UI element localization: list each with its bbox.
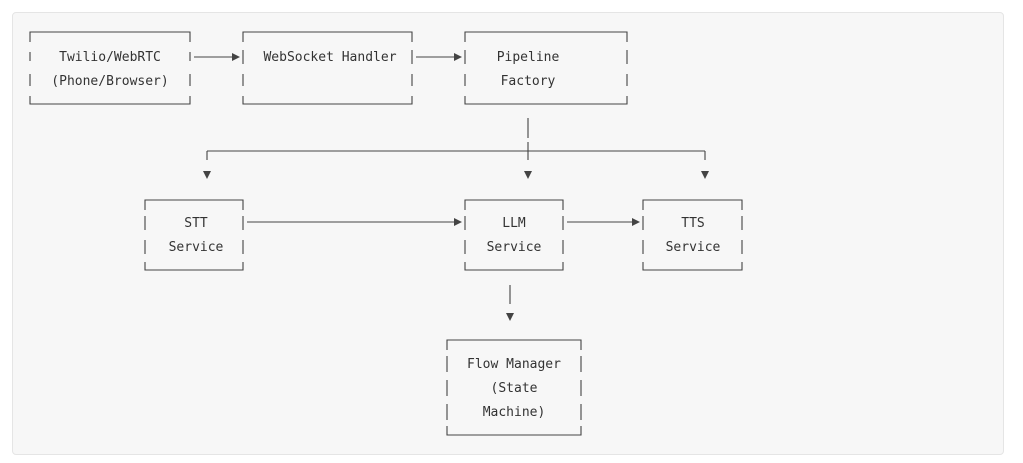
node-flow-sublabel-1: (State <box>491 381 538 396</box>
node-pipeline-sublabel: Factory <box>501 74 556 89</box>
node-llm-sublabel: Service <box>487 240 542 255</box>
edge-stt-to-llm <box>247 218 462 226</box>
node-flow-sublabel-2: Machine) <box>483 405 546 420</box>
diagram-panel <box>12 12 1004 455</box>
node-websocket-label: WebSocket Handler <box>263 50 396 65</box>
node-pipeline-label: Pipeline <box>497 50 560 65</box>
node-twilio-label: Twilio/WebRTC <box>59 50 161 65</box>
node-pipeline-factory: Pipeline Factory <box>464 31 628 105</box>
edge-llm-to-tts <box>567 218 640 226</box>
edge-websocket-to-pipeline <box>416 53 462 61</box>
node-stt-label: STT <box>184 216 208 231</box>
edge-llm-to-flow-manager <box>506 285 514 321</box>
node-twilio-sublabel: (Phone/Browser) <box>51 74 168 89</box>
node-tts-sublabel: Service <box>666 240 721 255</box>
edge-pipeline-fanout <box>203 118 709 179</box>
node-llm-service: LLM Service <box>464 199 564 271</box>
node-stt-sublabel: Service <box>169 240 224 255</box>
node-websocket-handler: WebSocket Handler <box>242 31 413 105</box>
node-tts-label: TTS <box>681 216 704 231</box>
node-flow-manager: Flow Manager (State Machine) <box>446 339 582 436</box>
node-flow-label: Flow Manager <box>467 357 561 372</box>
edge-twilio-to-websocket <box>194 53 240 61</box>
node-tts-service: TTS Service <box>642 199 743 271</box>
node-stt-service: STT Service <box>144 199 244 271</box>
node-twilio-webrtc: Twilio/WebRTC (Phone/Browser) <box>29 31 191 105</box>
node-llm-label: LLM <box>502 216 526 231</box>
